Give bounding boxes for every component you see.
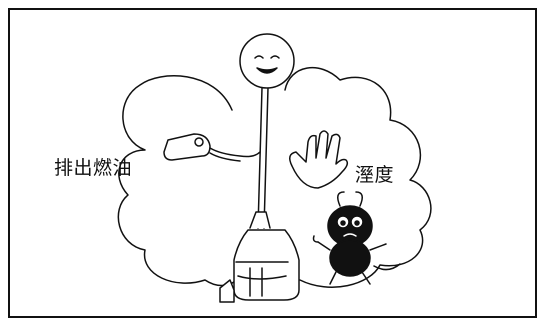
heater-base <box>219 211 300 303</box>
smiley-face-icon <box>239 33 295 89</box>
hand-icon <box>289 130 349 189</box>
cloud-shape <box>117 66 432 288</box>
exhaust-fuel-label: 排出燃油 <box>54 157 133 179</box>
water-tank-icon <box>163 133 261 162</box>
humidity-label: 溼度 <box>355 164 395 186</box>
bug-icon <box>312 191 401 285</box>
lamp-pole <box>257 87 263 229</box>
